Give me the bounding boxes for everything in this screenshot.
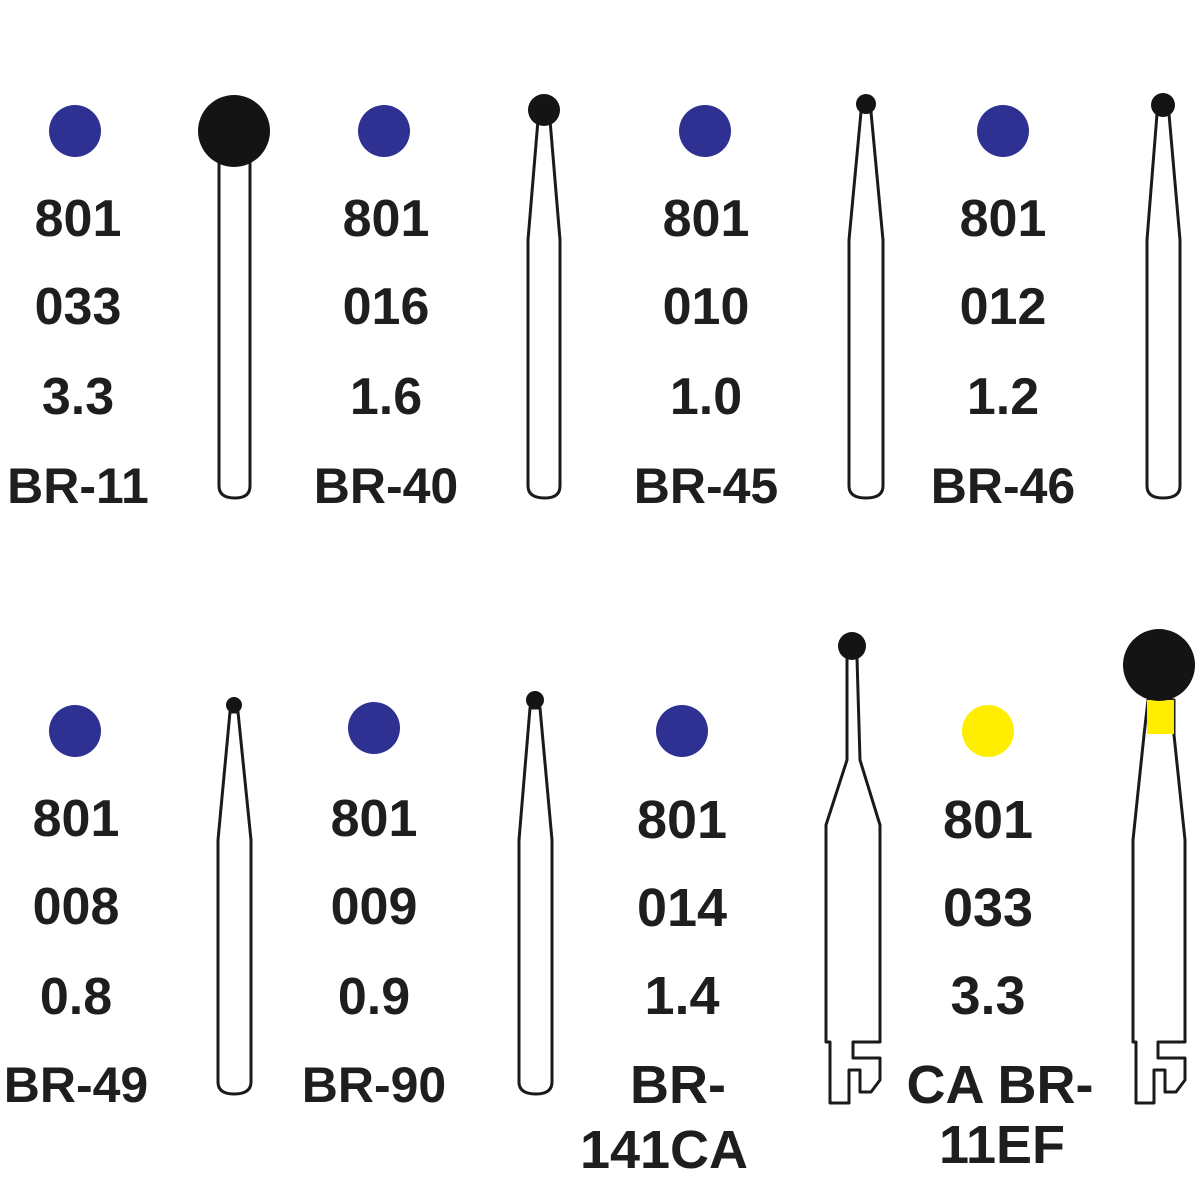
bur-item-br-40: 801 016 1.6 BR-40	[314, 94, 562, 514]
color-band-dot	[656, 705, 708, 757]
bur-head	[526, 691, 544, 709]
bur-shank	[1131, 698, 1187, 1105]
bur-drawing	[1123, 629, 1195, 1105]
iso-size: 033	[35, 278, 122, 336]
head-diameter: 3.3	[42, 368, 114, 426]
product-name-line-2: 11EF	[939, 1115, 1065, 1175]
bur-item-br-11: 801 033 3.3 BR-11	[7, 95, 270, 514]
bur-head	[226, 697, 242, 713]
product-name: BR-11	[7, 458, 149, 514]
bur-item-br-46: 801 012 1.2 BR-46	[931, 93, 1182, 514]
head-diameter: 1.2	[967, 368, 1039, 426]
yellow-neck-band	[1147, 700, 1174, 734]
head-diameter: 1.6	[350, 368, 422, 426]
bur-head	[856, 94, 876, 114]
bur-shank	[216, 710, 253, 1096]
bur-item-br-90: 801 009 0.9 BR-90	[302, 691, 554, 1113]
bur-drawing	[216, 697, 253, 1096]
product-name: BR-46	[931, 458, 1075, 514]
bur-shank	[847, 110, 885, 500]
bur-shank	[517, 706, 554, 1096]
bur-drawing	[847, 94, 885, 500]
iso-code: 801	[943, 790, 1033, 850]
bur-item-br-45: 801 010 1.0 BR-45	[634, 94, 885, 514]
head-diameter: 3.3	[950, 966, 1025, 1026]
iso-size: 009	[331, 878, 418, 936]
bur-drawing	[1145, 93, 1182, 500]
head-diameter: 0.8	[40, 968, 112, 1026]
head-diameter: 0.9	[338, 968, 410, 1026]
product-name: BR-90	[302, 1057, 446, 1113]
iso-size: 012	[960, 278, 1047, 336]
color-band-dot	[962, 705, 1014, 757]
bur-shank	[824, 656, 882, 1105]
iso-size: 016	[343, 278, 430, 336]
bur-drawing	[517, 691, 554, 1096]
product-name: BR-45	[634, 458, 778, 514]
iso-size: 014	[637, 878, 727, 938]
iso-code: 801	[637, 790, 727, 850]
bur-head	[528, 94, 560, 126]
bur-shank	[217, 158, 252, 500]
bur-shank	[526, 118, 562, 500]
bur-head	[1151, 93, 1175, 117]
iso-code: 801	[331, 790, 418, 848]
color-band-dot	[49, 105, 101, 157]
bur-item-ca-br-11ef: 801 033 3.3 CA BR- 11EF	[907, 629, 1195, 1175]
bur-drawing	[824, 632, 882, 1105]
bur-item-br-141ca: 801 014 1.4 BR- 141CA	[580, 632, 882, 1180]
iso-size: 008	[33, 878, 120, 936]
bur-drawing	[526, 94, 562, 500]
iso-size: 033	[943, 878, 1033, 938]
product-name-line-2: 141CA	[580, 1120, 748, 1180]
bur-drawing	[198, 95, 270, 500]
product-name-line-1: BR-	[630, 1055, 726, 1115]
iso-code: 801	[960, 190, 1047, 248]
iso-size: 010	[663, 278, 750, 336]
product-name-line-1: CA BR-	[907, 1055, 1094, 1115]
bur-head	[198, 95, 270, 167]
head-diameter: 1.4	[644, 966, 719, 1026]
color-band-dot	[977, 105, 1029, 157]
bur-shank	[1145, 112, 1182, 500]
color-band-dot	[49, 705, 101, 757]
iso-code: 801	[33, 790, 120, 848]
head-diameter: 1.0	[670, 368, 742, 426]
product-name: BR-40	[314, 458, 458, 514]
color-band-dot	[348, 702, 400, 754]
iso-code: 801	[663, 190, 750, 248]
bur-head	[1123, 629, 1195, 701]
iso-code: 801	[35, 190, 122, 248]
color-band-dot	[679, 105, 731, 157]
bur-item-br-49: 801 008 0.8 BR-49	[4, 697, 253, 1113]
product-name: BR-49	[4, 1057, 148, 1113]
iso-code: 801	[343, 190, 430, 248]
bur-head	[838, 632, 866, 660]
color-band-dot	[358, 105, 410, 157]
